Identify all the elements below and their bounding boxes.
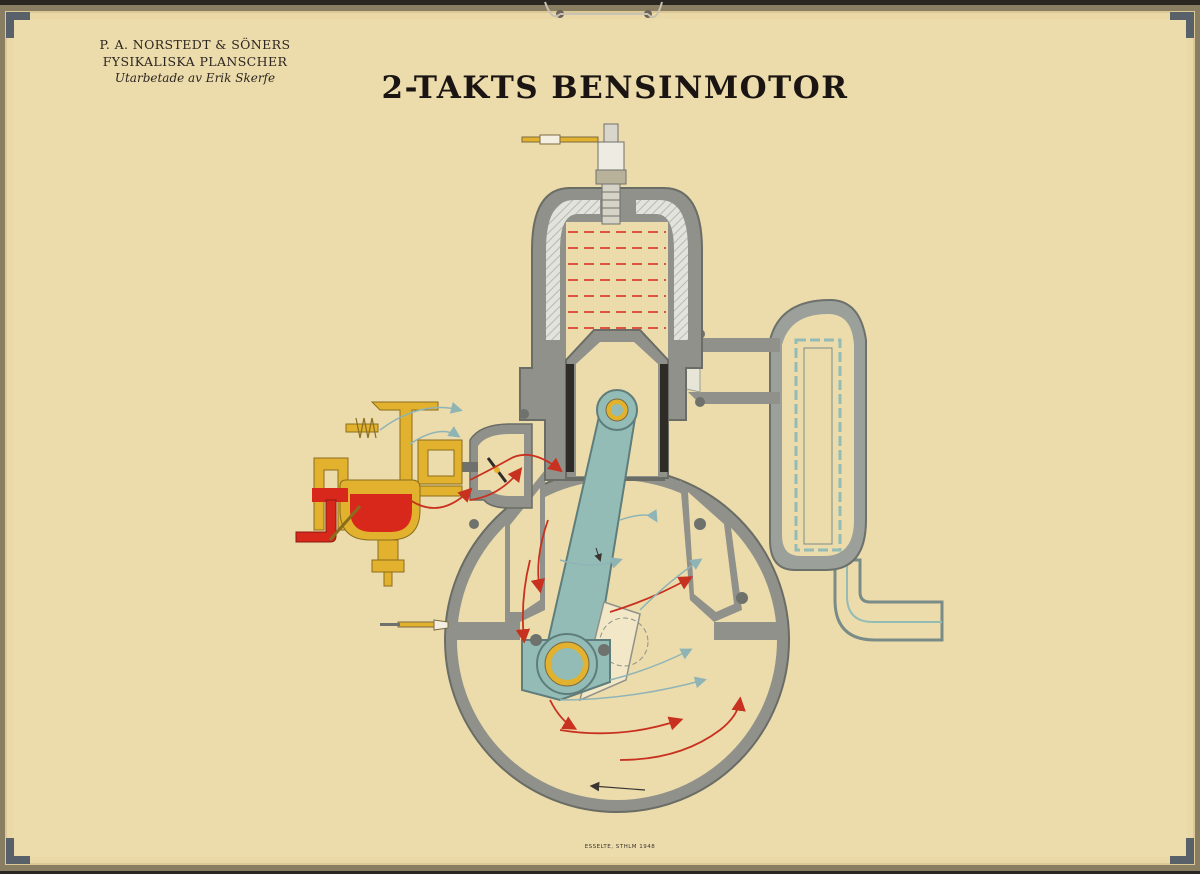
- carburettor: [295, 401, 463, 587]
- rotation-arrow: [589, 781, 646, 792]
- corner-mount-br: [1170, 838, 1194, 864]
- corner-mount-tl: [6, 12, 30, 38]
- exhaust-silencer: [769, 298, 867, 571]
- poster-title: 2-TAKTS BENSINMOTOR: [381, 70, 849, 106]
- publisher-name: P. A. NORSTEDT & SÖNERS: [99, 37, 291, 52]
- corner-mount-tr: [1170, 12, 1194, 38]
- intake-port: [462, 409, 533, 529]
- spark-plug: [521, 123, 627, 225]
- author-credit: Utarbetade av Erik Skerfe: [114, 71, 276, 85]
- fresh-charge-flow: [409, 453, 746, 761]
- crankshaft: [521, 601, 649, 702]
- air-flow: [379, 401, 707, 701]
- priming-rod: [380, 619, 449, 631]
- printer-imprint: ESSELTE, STHLM 1948: [584, 844, 656, 850]
- hanging-string: [544, 1, 663, 18]
- exhaust-pipe: [833, 558, 944, 642]
- corner-mount-bl: [6, 838, 30, 864]
- publisher-block: P. A. NORSTEDT & SÖNERS FYSIKALISKA PLAN…: [60, 36, 330, 87]
- series-name: FYSIKALISKA PLANSCHER: [102, 54, 288, 69]
